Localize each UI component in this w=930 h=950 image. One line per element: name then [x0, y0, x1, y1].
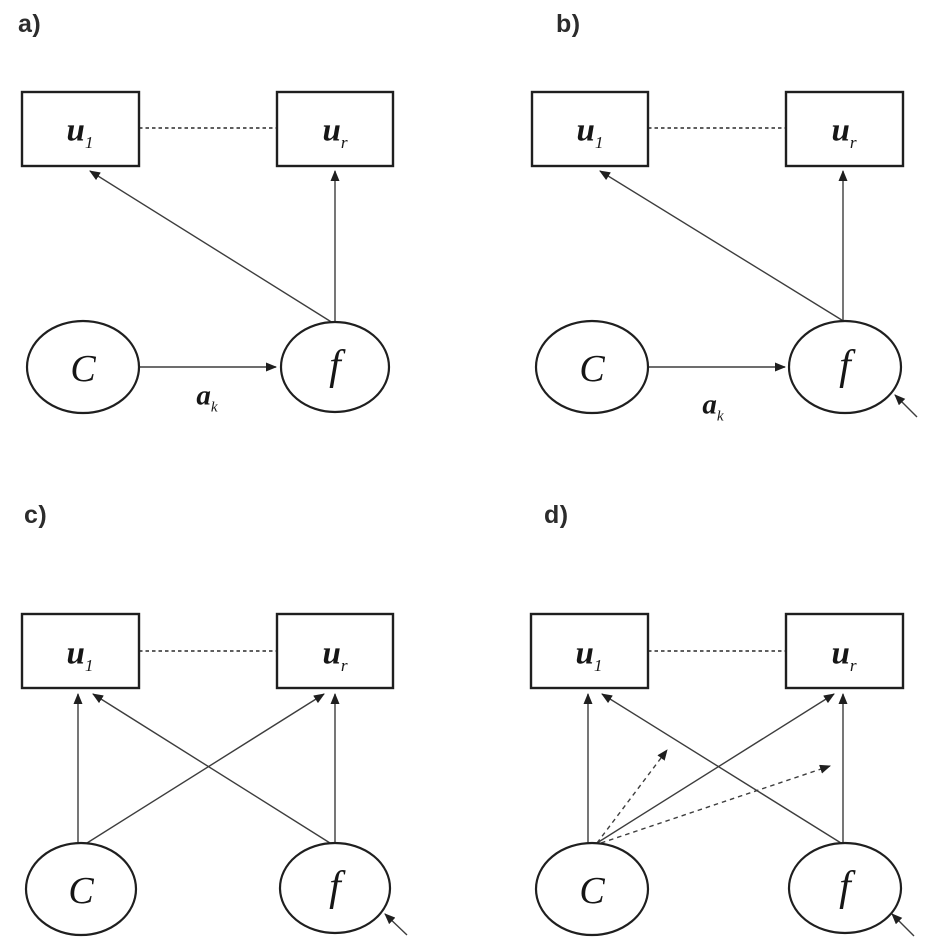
panel-d-moderation-arrow-C-to-f-ur-path — [600, 764, 831, 844]
u-base: u — [575, 635, 594, 672]
ur-subscript: r — [849, 133, 857, 153]
panel-d-node-f-label: f — [839, 864, 851, 910]
panel-c-edge-C-to-ur — [86, 693, 325, 844]
panel-d-node-ur-box — [784, 612, 905, 690]
panel-c-node-C-ellipse — [24, 841, 138, 937]
panel-a-node-ur-label: ur — [322, 112, 347, 151]
u-base: u — [322, 112, 341, 149]
panel-d-moderation-arrow-C-to-f-u1-path — [596, 749, 668, 844]
panel-c-residual-arrow-f — [384, 913, 408, 936]
panel-d-node-C-ellipse — [534, 841, 650, 937]
panel-b-residual-arrow-f — [894, 394, 918, 418]
panel-a-label: a) — [18, 10, 42, 38]
panel-c-node-C-label: C — [68, 870, 94, 912]
u-base: u — [322, 635, 341, 672]
panel-d-node-C-label: C — [579, 870, 605, 912]
panel-a-node-u1-box — [20, 90, 141, 168]
panel-c — [20, 612, 408, 937]
ur-subscript: r — [340, 656, 348, 676]
panel-b-node-ur-label: ur — [831, 112, 856, 151]
panel-c-node-f-ellipse — [278, 841, 392, 935]
panel-d-node-f-ellipse — [787, 841, 903, 935]
panel-b-node-u1-label: u1 — [576, 112, 604, 151]
panel-c-edge-f-to-u1 — [92, 693, 331, 844]
panel-b-node-ur-box — [784, 90, 905, 168]
panel-a — [20, 90, 395, 415]
panel-d-edge-C-to-ur — [596, 693, 835, 844]
a-base: a — [196, 379, 211, 412]
u-base: u — [831, 112, 850, 149]
u1-subscript: 1 — [593, 656, 603, 676]
ur-subscript: r — [340, 133, 348, 153]
panel-d-node-u1-label: u1 — [575, 635, 603, 674]
panel-a-loading-label: ak — [196, 379, 217, 415]
u1-subscript: 1 — [84, 133, 94, 153]
a-base: a — [702, 388, 717, 421]
ur-subscript: r — [849, 656, 857, 676]
panel-d — [529, 612, 915, 937]
panel-a-node-ur-box — [275, 90, 395, 168]
u1-subscript: 1 — [84, 656, 94, 676]
panel-a-edge-f-to-u1 — [89, 170, 334, 324]
panel-d-label: d) — [544, 501, 569, 529]
panel-d-residual-arrow-f — [891, 913, 915, 937]
panel-b-edge-f-to-u1 — [599, 170, 846, 323]
panel-b-label: b) — [556, 10, 581, 38]
panel-c-node-u1-box — [20, 612, 141, 690]
panel-b-node-f-ellipse — [787, 319, 903, 415]
k-subscript: k — [716, 408, 724, 425]
panel-a-node-f-label: f — [329, 343, 341, 389]
panel-b-node-f-label: f — [839, 343, 851, 389]
panel-a-node-u1-label: u1 — [66, 112, 94, 151]
u1-subscript: 1 — [594, 133, 604, 153]
u-base: u — [66, 635, 85, 672]
u-base: u — [576, 112, 595, 149]
panel-d-node-ur-label: ur — [831, 635, 856, 674]
panel-b-node-C-label: C — [579, 348, 605, 390]
panel-c-node-ur-box — [275, 612, 395, 690]
panel-c-node-ur-label: ur — [322, 635, 347, 674]
panel-c-label: c) — [24, 501, 48, 529]
panel-b-node-u1-box — [530, 90, 650, 168]
panel-c-node-f-label: f — [329, 864, 341, 910]
panel-b — [530, 90, 918, 418]
panel-b-loading-label: ak — [702, 388, 723, 424]
panel-b-node-C-ellipse — [534, 319, 650, 415]
panel-c-node-u1-label: u1 — [66, 635, 94, 674]
u-base: u — [831, 635, 850, 672]
panel-d-edge-f-to-u1 — [601, 693, 842, 844]
u-base: u — [66, 112, 85, 149]
k-subscript: k — [210, 399, 218, 416]
panel-a-node-f-ellipse — [279, 320, 391, 414]
panel-a-node-C-ellipse — [25, 319, 141, 415]
panel-a-node-C-label: C — [70, 348, 96, 390]
panel-d-node-u1-box — [529, 612, 650, 690]
